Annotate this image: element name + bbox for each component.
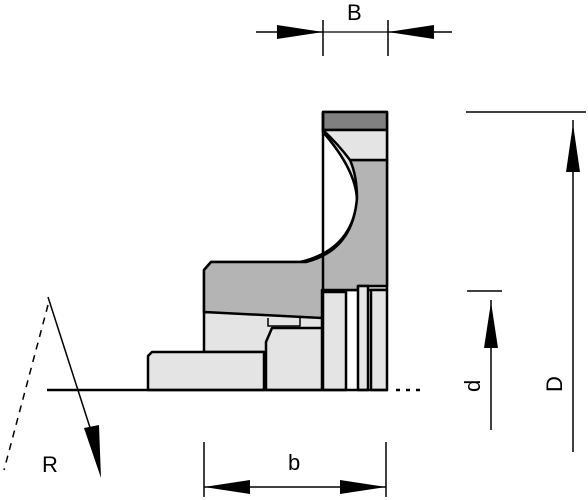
cutter-light-band [321,128,389,162]
arrowhead-b-right [340,480,386,494]
radius-arrow-line [47,296,95,441]
label-R: R [42,452,58,477]
blade-tall-3 [369,288,389,392]
label-d: d [460,380,485,392]
cutter-profile [146,110,389,392]
dimension-b: b [203,442,387,497]
cutter-gray-section [202,158,389,320]
dimension-R: R [3,296,101,478]
dimension-d: d [460,290,502,430]
blade-segment-left [146,350,266,392]
cutter-top-band [321,110,389,132]
label-B: B [347,0,362,25]
blade-tall-1 [321,290,348,392]
blade-tall-2 [356,284,370,392]
arrowhead-B-left [277,25,323,39]
arrowhead-B-right [388,25,434,39]
arrowhead-d [484,302,498,348]
cutter-step-notch [267,318,301,327]
arrowhead-D [566,124,580,172]
arrowhead-b-left [204,480,250,494]
label-b: b [288,450,300,475]
radius-arrowhead [84,425,101,478]
label-D: D [542,376,567,392]
dimension-D: D [466,111,586,452]
dimension-B: B [256,0,452,56]
blade-segment-middle [264,326,324,392]
radius-reference-dashed [3,304,49,471]
